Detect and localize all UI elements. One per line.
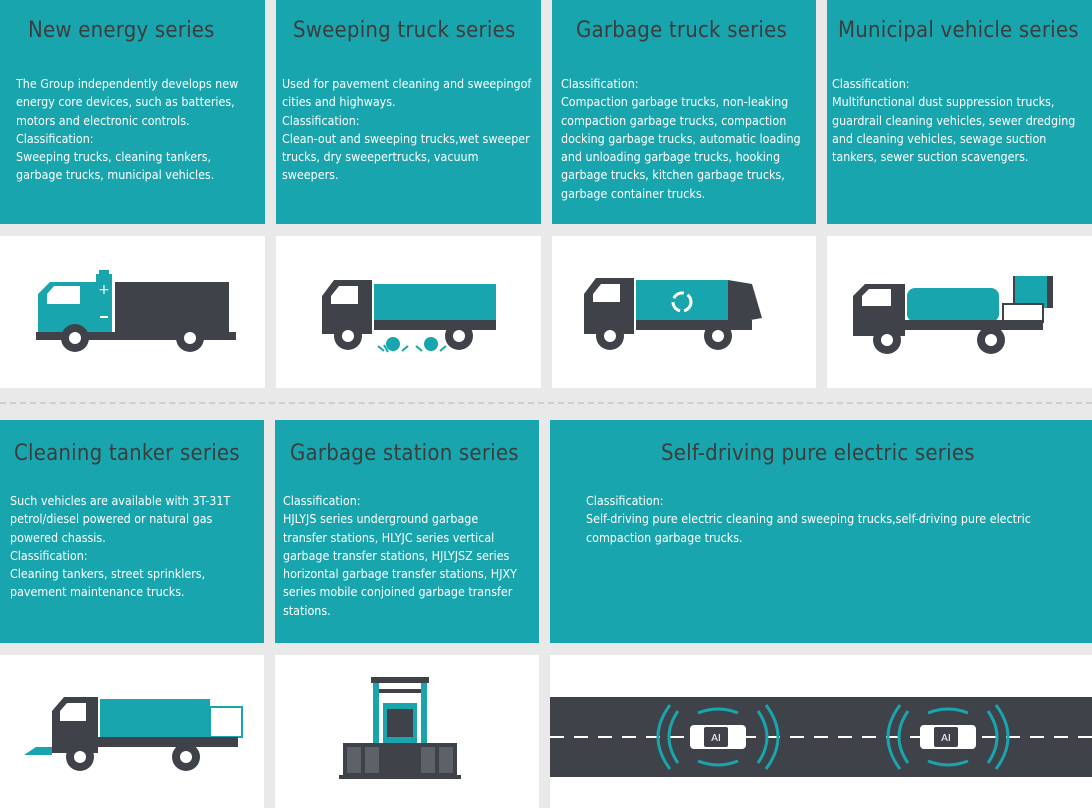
- card-title: Garbage truck series: [576, 18, 788, 43]
- card-text-line: sweepers.: [282, 167, 339, 183]
- card-text-line: motors and electronic controls.: [16, 112, 190, 128]
- card-text-line: Classification:: [283, 493, 361, 508]
- card-text-line: docking garbage trucks, automatic loadin…: [561, 130, 801, 146]
- card-description: Classification: Self-driving pure electr…: [586, 492, 1031, 547]
- card-text-line: Self-driving pure electric cleaning and …: [586, 511, 1031, 527]
- card-description: Classification: Multifunctional dust sup…: [832, 75, 1075, 166]
- self-driving-road-icon: AI AI: [550, 697, 1092, 777]
- card-text-line: Classification:: [586, 493, 664, 508]
- garbage-station-image[interactable]: [275, 655, 539, 808]
- cleaning-tanker-image[interactable]: [0, 655, 264, 808]
- card-text-line: series mobile conjoined garbage transfer: [283, 584, 513, 600]
- card-text-line: Classification:: [16, 130, 94, 146]
- self-driving-image[interactable]: AI AI: [550, 655, 1092, 808]
- card-text-line: and cleaning vehicles, sewage suction: [832, 130, 1047, 146]
- card-text-line: Clean-out and sweeping trucks,wet sweepe…: [282, 130, 530, 146]
- new-energy-truck-icon: +: [36, 270, 236, 352]
- card-text-line: petrol/diesel powered or natural gas: [10, 511, 213, 527]
- card-text-line: Sweeping trucks, cleaning tankers,: [16, 149, 212, 165]
- card-text-line: trucks, dry sweepertrucks, vacuum: [282, 149, 479, 165]
- card-text-line: Cleaning tankers, street sprinklers,: [10, 566, 206, 582]
- card-municipal-vehicle[interactable]: Municipal vehicle series Classification:…: [827, 0, 1092, 224]
- card-text-line: Used for pavement cleaning and sweepingo…: [282, 76, 532, 91]
- card-text-line: transfer stations, HLYJC series vertical: [283, 529, 495, 545]
- card-title: Garbage station series: [290, 441, 519, 466]
- card-title: New energy series: [28, 18, 215, 43]
- card-text-line: guardrail cleaning vehicles, sewer dredg…: [832, 112, 1076, 128]
- row-separator: [0, 402, 1092, 404]
- card-text-line: energy core devices, such as batteries,: [16, 94, 235, 110]
- card-text-line: stations.: [283, 602, 331, 618]
- card-text-line: compaction garbage trucks, compaction: [561, 112, 787, 128]
- card-text-line: The Group independently develops new: [16, 76, 239, 91]
- card-description: Classification: Compaction garbage truck…: [561, 75, 801, 203]
- card-text-line: compaction garbage trucks.: [586, 529, 743, 545]
- card-text-line: Classification:: [832, 76, 910, 91]
- card-text-line: garbage trucks, kitchen garbage trucks,: [561, 167, 785, 183]
- card-text-line: Such vehicles are available with 3T-31T: [10, 493, 231, 508]
- svg-text:+: +: [98, 282, 110, 298]
- ai-label: AI: [711, 733, 721, 744]
- card-new-energy[interactable]: New energy series The Group independentl…: [0, 0, 265, 224]
- card-text-line: garbage container trucks.: [561, 185, 706, 201]
- card-text-line: cities and highways.: [282, 94, 396, 110]
- card-text-line: HJLYJS series underground garbage: [283, 511, 479, 527]
- municipal-vehicle-image[interactable]: [827, 236, 1092, 388]
- card-title: Self-driving pure electric series: [661, 441, 975, 466]
- sweeping-truck-icon: [322, 280, 496, 353]
- card-self-driving[interactable]: Self-driving pure electric series Classi…: [550, 420, 1092, 643]
- card-text-line: Multifunctional dust suppression trucks,: [832, 94, 1055, 110]
- card-description: Used for pavement cleaning and sweepingo…: [282, 75, 531, 185]
- garbage-truck-image[interactable]: [552, 236, 816, 388]
- card-garbage-station[interactable]: Garbage station series Classification: H…: [275, 420, 539, 643]
- card-title: Municipal vehicle series: [838, 18, 1079, 43]
- card-text-line: horizontal garbage transfer stations, HJ…: [283, 566, 517, 582]
- card-text-line: and unloading garbage trucks, hooking: [561, 149, 781, 165]
- garbage-transfer-station-icon: [339, 677, 461, 779]
- card-text-line: Compaction garbage trucks, non-leaking: [561, 94, 789, 110]
- card-text-line: Classification:: [561, 76, 639, 91]
- card-text-line: Classification:: [10, 547, 88, 563]
- card-description: Classification: HJLYJS series undergroun…: [283, 492, 517, 620]
- card-sweeping-truck[interactable]: Sweeping truck series Used for pavement …: [276, 0, 541, 224]
- municipal-dust-suppression-truck-icon: [853, 276, 1053, 354]
- ai-label: AI: [941, 733, 951, 744]
- card-description: Such vehicles are available with 3T-31T …: [10, 492, 230, 602]
- sweeping-truck-image[interactable]: [276, 236, 541, 388]
- card-text-line: Classification:: [282, 112, 360, 128]
- card-text-line: tankers, sewer suction scavengers.: [832, 149, 1029, 165]
- card-cleaning-tanker[interactable]: Cleaning tanker series Such vehicles are…: [0, 420, 264, 643]
- card-text-line: garbage transfer stations, HJLYJSZ serie…: [283, 547, 510, 563]
- new-energy-truck-image[interactable]: +: [0, 236, 265, 388]
- card-description: The Group independently develops new ene…: [16, 75, 238, 185]
- card-text-line: garbage trucks, municipal vehicles.: [16, 167, 215, 183]
- card-text-line: pavement maintenance trucks.: [10, 584, 185, 600]
- card-title: Cleaning tanker series: [14, 441, 240, 466]
- garbage-compactor-truck-icon: [584, 278, 762, 350]
- card-garbage-truck[interactable]: Garbage truck series Classification: Com…: [552, 0, 816, 224]
- card-text-line: powered chassis.: [10, 529, 106, 545]
- card-title: Sweeping truck series: [293, 18, 516, 43]
- cleaning-tanker-truck-icon: [24, 697, 243, 771]
